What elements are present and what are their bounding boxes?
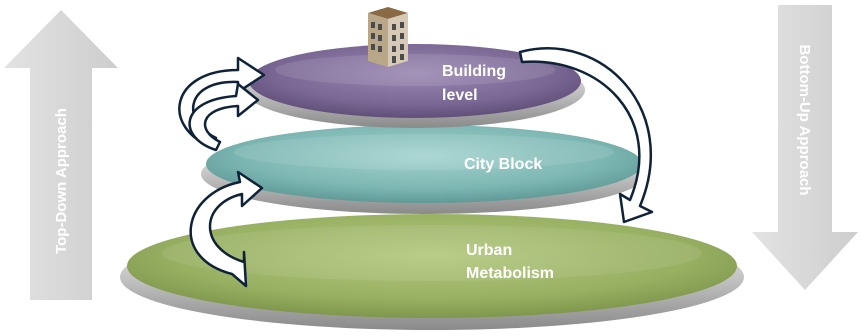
urban-label-line1: Urban xyxy=(466,242,512,259)
top-down-arrow: Top-Down Approach xyxy=(4,10,118,300)
curved-arrow-to-building-2 xyxy=(188,82,260,152)
city-block-label: City Block xyxy=(464,156,542,173)
building-label-line2: level xyxy=(442,87,478,104)
building-icon xyxy=(368,7,408,67)
urban-label-line2: Metabolism xyxy=(466,265,554,282)
curved-arrow-to-city-block xyxy=(189,170,264,288)
building-label-line1: Building xyxy=(442,63,506,80)
bottom-up-arrow: Bottom-Up Approach xyxy=(752,5,858,290)
top-down-label: Top-Down Approach xyxy=(53,108,70,254)
building-level-disc: Building level xyxy=(245,44,585,128)
city-block-disc: City Block xyxy=(201,125,647,214)
bottom-up-label: Bottom-Up Approach xyxy=(796,44,813,195)
urban-metabolism-disc: Urban Metabolism xyxy=(120,214,744,330)
curved-arrow-to-urban xyxy=(518,47,654,224)
